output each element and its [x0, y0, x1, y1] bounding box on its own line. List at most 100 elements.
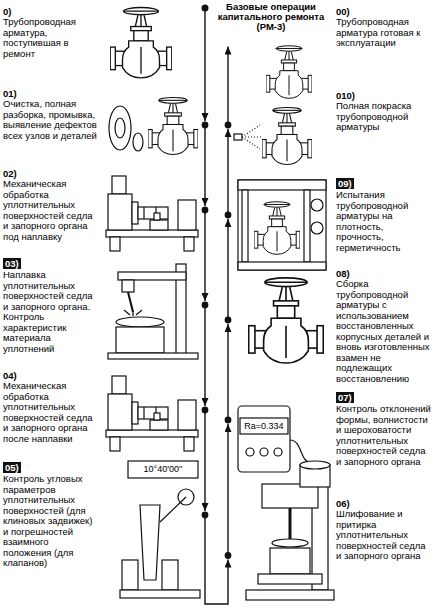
step-number: 00): [336, 6, 352, 17]
step-text: Трубопроводная арматура готовая к эксплу…: [336, 17, 432, 49]
step-block: 010)Полная покраска трубопроводной армат…: [228, 90, 434, 133]
display-reading: Ra=0.334: [241, 421, 287, 432]
drawing-part: [160, 497, 186, 522]
step-number: 06): [336, 498, 352, 509]
drawing-part: [238, 262, 326, 270]
valve-body: [148, 97, 198, 154]
step-block: 02)Механическая обработка уплотнительных…: [0, 168, 205, 242]
drawing-part: [238, 180, 326, 270]
drawing-part: [120, 590, 200, 598]
step-number: 03): [3, 258, 21, 269]
drawing-part: [260, 448, 268, 456]
drawing-part: [115, 118, 125, 138]
step-text: Очистка, полная разборка, промывка, выяв…: [3, 99, 99, 141]
drawing-part: [246, 590, 334, 600]
operation-dot: [225, 552, 232, 559]
flow-arrow: [204, 125, 205, 206]
step-block: 04)Механическая обработка уплотнительных…: [0, 370, 205, 444]
test-stand: [238, 180, 326, 270]
flow-arrow: [204, 305, 205, 406]
angle-control-fixture: [120, 461, 200, 598]
valve-under-test: [254, 202, 300, 255]
flow-arrow: [204, 410, 205, 511]
step-text: Контроль отклонений формы, волнистости и…: [336, 404, 432, 467]
step-number: 02): [3, 168, 19, 179]
drawing-part: [300, 461, 330, 469]
operation-dot: [202, 407, 209, 414]
drawing-part: [242, 190, 248, 262]
flow-start: [202, 5, 209, 41]
step-text: Полная покраска трубопроводной арматуры: [336, 101, 432, 133]
lathe-after-surfacing: [106, 376, 198, 451]
valve-painted: [262, 107, 312, 164]
operation-dot: [202, 122, 209, 129]
drawing-part: [238, 180, 326, 190]
drawing-part: [140, 505, 160, 580]
step-block: 05)Контроль угловых параметров уплотните…: [0, 462, 205, 569]
spray-gun: [234, 125, 262, 149]
surfacing-machine: [108, 264, 198, 359]
step-number: 01): [3, 88, 19, 99]
step-block: 01)Очистка, полная разборка, промывка, в…: [0, 88, 205, 141]
valve-ready: [266, 46, 312, 99]
drawing-part: [258, 574, 322, 584]
drawing-part: [262, 484, 318, 508]
step-block: 09)Испытания трубопроводной арматуры на …: [228, 178, 434, 253]
step-text: Испытания трубопроводной арматуры на пло…: [336, 190, 432, 253]
flow-arrow: [204, 210, 205, 301]
flow-arrow: [227, 129, 228, 215]
step-block: 0)Трубопроводная арматура, поступившая в…: [0, 6, 205, 59]
operation-dot: [202, 302, 209, 309]
drawing-part: [272, 539, 308, 547]
drawing-part: [234, 134, 242, 140]
flow-arrow: [227, 219, 228, 320]
step-text: Наплавка уплотнительных поверхностей сед…: [3, 270, 99, 354]
flow-arrow: [205, 515, 228, 604]
drawing-part: [116, 317, 164, 327]
lapping-machine: [246, 480, 334, 600]
drawing-part: [290, 440, 310, 462]
step-text: Контроль угловых параметров уплотнительн…: [3, 474, 99, 569]
drawing-part: [122, 560, 138, 590]
drawing-part: [240, 418, 288, 434]
drawing-part: [311, 222, 323, 234]
drawing-part: [122, 280, 134, 292]
step-number: 09): [336, 178, 354, 189]
drawing-part: [304, 190, 310, 262]
drawing-part: [109, 106, 131, 150]
drawing-part: [124, 310, 142, 316]
operation-dot: [225, 212, 232, 219]
step-number: 010): [336, 90, 357, 101]
flow-arrow: [204, 40, 205, 121]
drawing-part: [162, 560, 178, 590]
drawing-part: [242, 125, 262, 149]
step-number: 0): [3, 6, 13, 17]
lathe-before-surfacing: [106, 176, 198, 251]
display-reading: 10°40'00'': [129, 464, 197, 475]
step-text: Механическая обработка уплотнительных по…: [3, 381, 99, 444]
drawing-part: [289, 508, 292, 539]
drawing-part: [311, 199, 323, 211]
step-number: 07): [336, 392, 354, 403]
step-text: Шлифование и притирка уплотнительных пов…: [336, 509, 432, 562]
drawing-part: [128, 461, 198, 478]
operation-dot: [225, 122, 232, 129]
drawing-part: [133, 133, 143, 151]
drawing-part: [128, 292, 133, 312]
drawing-part: [204, 8, 205, 40]
step-block: 06)Шлифование и притирка уплотнительных …: [228, 498, 434, 562]
flow-arrow: [227, 424, 228, 556]
step-text: Трубопроводная арматура, поступившая в р…: [3, 17, 99, 59]
step-block: 03)Наплавка уплотнительных поверхностей …: [0, 258, 205, 354]
diagram-title: Базовые операции капитального ремонта (Р…: [212, 2, 330, 32]
drawing-part: [274, 448, 282, 456]
operation-dot: [225, 317, 232, 324]
step-text: Сборка трубопроводной арматуры с использ…: [336, 279, 432, 384]
drawing-part: [116, 327, 164, 353]
step-number: 08): [336, 268, 352, 279]
step-block: 00)Трубопроводная арматура готовая к экс…: [228, 6, 434, 49]
drawing-part: [108, 353, 198, 359]
operation-dot: [202, 512, 209, 519]
flow-arrow: [227, 47, 228, 126]
